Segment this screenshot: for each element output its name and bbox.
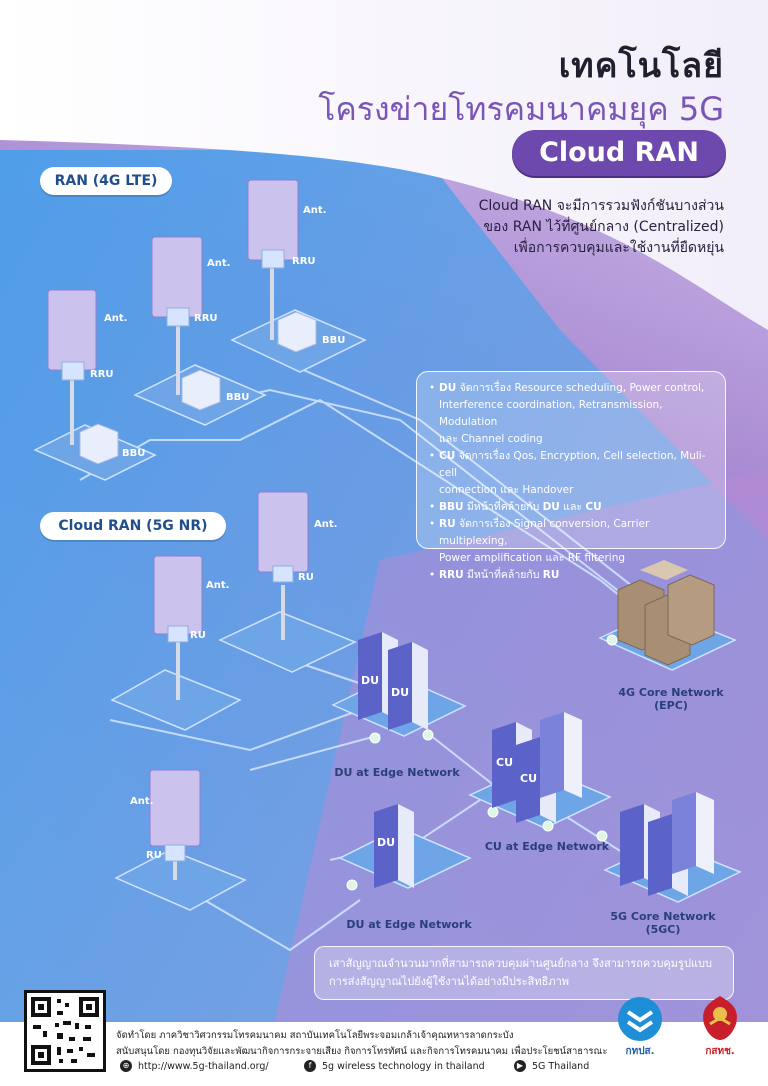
core-5g-servers [620,792,714,896]
ant-label: Ant. [314,519,338,530]
desc-line2: ของ RAN ไว้ที่ศูนย์กลาง (Centralized) [483,219,724,235]
nbtc-logo: กสทช. [696,994,744,1060]
du-server-label: DU [361,674,380,687]
junction-dots [346,634,666,891]
nbtc-logo-text: กสทช. [705,1046,735,1057]
btfp-logo-text: กทปส. [625,1046,655,1057]
du-server-bottom [374,804,414,888]
du-server-label: DU [377,836,396,849]
qr-code-icon[interactable] [24,990,106,1072]
ant-label: Ant. [104,313,128,324]
info-ru: RU จัดการเรื่อง Signal conversion, Carri… [429,516,715,567]
du-server-label: DU [391,686,410,699]
desc-line3: เพื่อการควบคุมและใช้งานที่ยืดหยุ่น [513,240,724,256]
du-servers-top [358,632,428,730]
youtube-link[interactable]: 5G Thailand [532,1061,590,1072]
footer-supported-by: สนับสนุนโดย กองทุนวิจัยและพัฒนากิจการกระ… [116,1046,608,1057]
nr-towers [149,491,309,880]
title-line2: โครงข่ายโทรคมนาคมยุค 5G [318,90,724,128]
description: Cloud RAN จะมีการรวมฟังก์ชันบางส่วน ของ … [424,196,724,259]
rru-label: RRU [292,256,316,267]
bbu-label: BBU [322,335,346,346]
ru-label: RU [298,572,314,583]
ant-label: Ant. [303,205,327,216]
ant-label: Ant. [206,580,230,591]
du-edge-bottom-label: DU at Edge Network [346,918,472,931]
du-edge-top-label: DU at Edge Network [334,766,460,779]
info-bbu: BBU มีหน้าที่คล้ายกับ DU และ CU [429,499,715,516]
rru-label: RRU [90,369,114,380]
summary-note: เสาสัญญาณจำนวนมากที่สามารถควบคุมผ่านศูนย… [314,946,734,1000]
footer-made-by: จัดทำโดย ภาควิชาวิศวกรรมโทรคมนาคม สถาบัน… [116,1030,514,1041]
info-box: DU จัดการเรื่อง Resource scheduling, Pow… [416,371,726,584]
ant-label: Ant. [130,796,154,807]
bbu-label: BBU [122,448,146,459]
info-du: DU จัดการเรื่อง Resource scheduling, Pow… [429,380,715,448]
nr-section-tag: Cloud RAN (5G NR) [40,512,226,540]
website-link[interactable]: http://www.5g-thailand.org/ [138,1061,269,1072]
info-rru: RRU มีหน้าที่คล้ายกับ RU [429,567,715,584]
core-4g-label: 4G Core Network(EPC) [618,686,724,712]
globe-icon: ⊕ [120,1060,132,1072]
cu-servers [492,712,582,823]
lte-section-tag: RAN (4G LTE) [40,167,172,195]
cloud-ran-pill: Cloud RAN [512,130,726,176]
core-5g-label: 5G Core Network(5GC) [610,910,716,936]
desc-line1: Cloud RAN จะมีการรวมฟังก์ชันบางส่วน [478,198,724,214]
youtube-icon: ▶ [514,1060,526,1072]
info-cu: CU จัดการเรื่อง Qos, Encryption, Cell se… [429,448,715,499]
facebook-link[interactable]: 5g wireless technology in thailand [322,1061,485,1072]
ru-label: RU [190,630,206,641]
facebook-icon: f [304,1060,316,1072]
ant-label: Ant. [207,258,231,269]
cu-edge-label: CU at Edge Network [484,840,610,853]
rru-label: RRU [194,313,218,324]
cu-server-label: CU [496,756,514,769]
btfp-logo: กทปส. [617,996,663,1060]
cu-server-label: CU [520,772,538,785]
bbu-label: BBU [226,392,250,403]
lte-towers [47,179,317,465]
title-line1: เทคโนโลยี [558,46,724,86]
ru-label: RU [146,850,162,861]
top-white-shape [0,0,768,330]
